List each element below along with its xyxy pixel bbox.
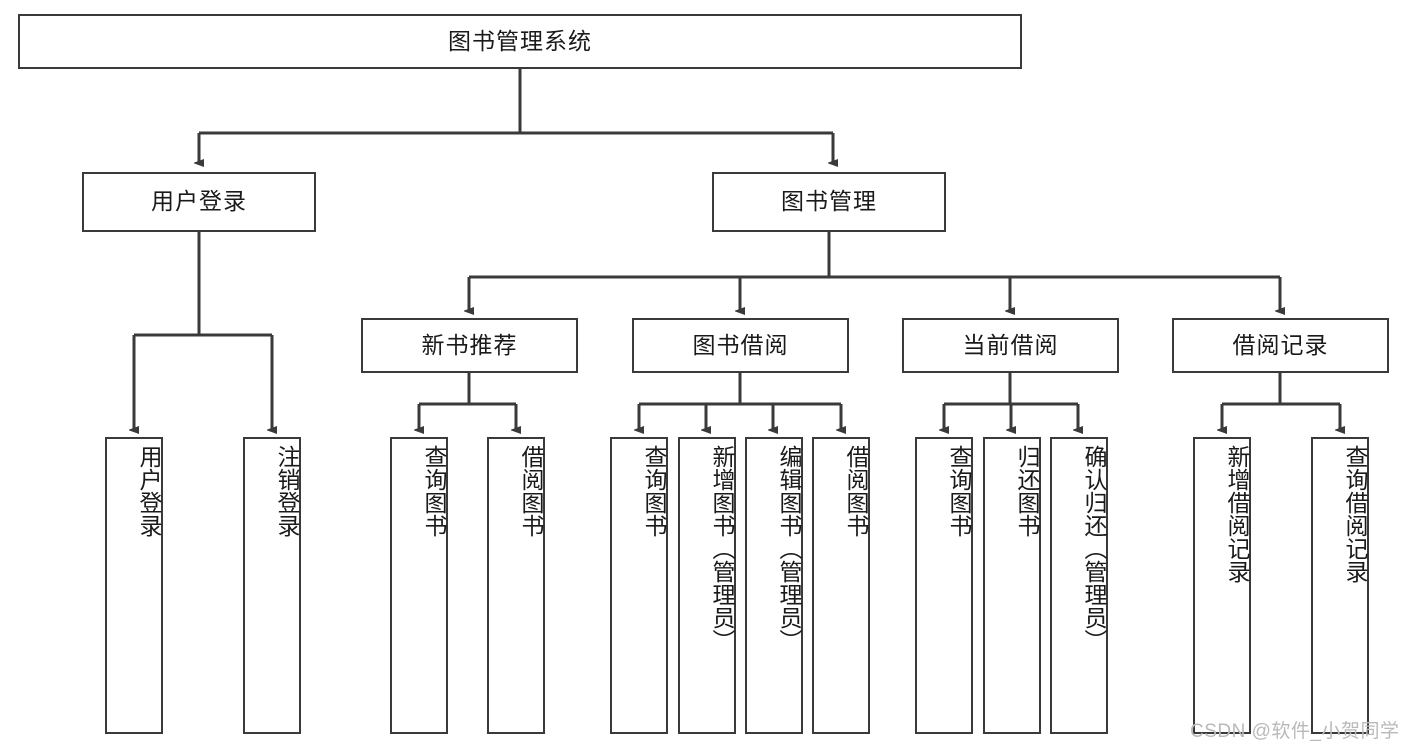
node-label: 借阅记录 <box>1232 331 1329 358</box>
node-book-borrow[interactable]: 图书借阅 <box>632 318 849 373</box>
leaf-query-book-borrow[interactable]: 查询图书 <box>610 437 668 734</box>
node-label: 借阅图书 <box>518 445 544 537</box>
node-label: 新书推荐 <box>421 331 518 358</box>
leaf-query-borrow-record[interactable]: 查询借阅记录 <box>1311 437 1369 734</box>
node-label: 查询图书 <box>946 445 972 537</box>
leaf-logout-login[interactable]: 注销登录 <box>243 437 301 734</box>
node-label: 新增图书（管理员） <box>709 445 735 652</box>
node-label: 图书管理系统 <box>448 27 592 54</box>
node-book-management[interactable]: 图书管理 <box>712 172 946 232</box>
node-label: 归还图书 <box>1014 445 1040 537</box>
node-label: 用户登录 <box>151 188 247 215</box>
node-user-login[interactable]: 用户登录 <box>82 172 316 232</box>
node-label: 图书借阅 <box>692 331 789 358</box>
node-label: 编辑图书（管理员） <box>776 445 802 652</box>
leaf-confirm-return-admin[interactable]: 确认归还（管理员） <box>1050 437 1108 734</box>
watermark-text: CSDN @软件_小贺同学 <box>1190 721 1400 742</box>
node-label: 确认归还（管理员） <box>1081 445 1107 652</box>
node-label: 新增借阅记录 <box>1224 445 1250 583</box>
node-label: 注销登录 <box>274 445 300 537</box>
node-borrow-record[interactable]: 借阅记录 <box>1172 318 1389 373</box>
node-label: 用户登录 <box>136 445 162 537</box>
leaf-return-book[interactable]: 归还图书 <box>983 437 1041 734</box>
leaf-user-login[interactable]: 用户登录 <box>105 437 163 734</box>
node-label: 查询图书 <box>641 445 667 537</box>
leaf-borrow-book-recommend[interactable]: 借阅图书 <box>487 437 545 734</box>
node-label: 查询图书 <box>421 445 447 537</box>
leaf-query-book-current[interactable]: 查询图书 <box>915 437 973 734</box>
node-new-book-recommend[interactable]: 新书推荐 <box>361 318 578 373</box>
node-current-borrow[interactable]: 当前借阅 <box>902 318 1119 373</box>
node-label: 借阅图书 <box>843 445 869 537</box>
node-label: 当前借阅 <box>962 331 1059 358</box>
leaf-add-book-admin[interactable]: 新增图书（管理员） <box>678 437 736 734</box>
leaf-borrow-book[interactable]: 借阅图书 <box>812 437 870 734</box>
node-label: 图书管理 <box>781 188 877 215</box>
leaf-edit-book-admin[interactable]: 编辑图书（管理员） <box>745 437 803 734</box>
node-root-system[interactable]: 图书管理系统 <box>18 14 1022 69</box>
leaf-query-book-recommend[interactable]: 查询图书 <box>390 437 448 734</box>
node-label: 查询借阅记录 <box>1342 445 1368 583</box>
leaf-add-borrow-record[interactable]: 新增借阅记录 <box>1193 437 1251 734</box>
